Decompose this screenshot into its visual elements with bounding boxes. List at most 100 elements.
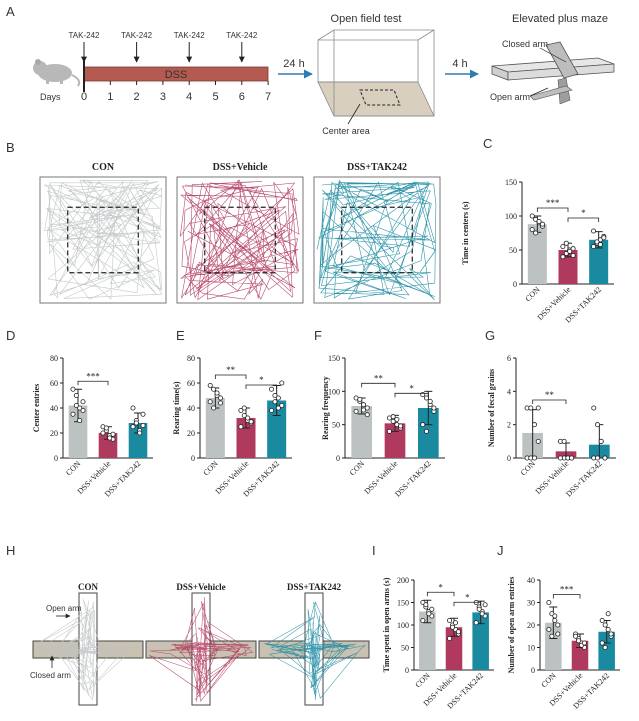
- data-point: [476, 606, 482, 612]
- significance-label: **: [226, 365, 236, 375]
- bar-0: [68, 405, 88, 458]
- panel-label-c: C: [483, 136, 492, 151]
- y-tick-label: 20: [527, 621, 535, 630]
- center-zone-outline: [204, 206, 276, 274]
- panel-label-f: F: [314, 328, 322, 343]
- data-point: [591, 244, 597, 250]
- significance-bracket: [536, 207, 569, 212]
- data-point: [364, 405, 370, 411]
- data-point: [532, 455, 538, 461]
- significance-label: *: [581, 208, 586, 218]
- data-point: [238, 424, 244, 430]
- y-tick-label: 60: [50, 379, 58, 388]
- data-point: [552, 613, 558, 619]
- y-tick-label: 150: [505, 178, 517, 187]
- data-point: [555, 622, 561, 628]
- h-title-0: CON: [78, 582, 99, 592]
- x-tick-label: CON: [413, 671, 431, 689]
- data-point: [535, 438, 541, 444]
- h-closed-arm-label: Closed arm: [30, 671, 71, 680]
- day-label-1: 1: [107, 91, 113, 103]
- data-point: [429, 606, 435, 612]
- data-point: [594, 455, 600, 461]
- significance-bracket: [532, 399, 567, 404]
- data-point: [423, 428, 429, 434]
- tak242-label: TAK-242: [121, 31, 153, 40]
- day-label-7: 7: [265, 91, 271, 103]
- data-point: [601, 235, 607, 241]
- bar-2: [128, 423, 148, 458]
- b-title-1: DSS+Vehicle: [213, 162, 268, 173]
- data-point: [482, 602, 488, 608]
- data-point: [602, 622, 608, 628]
- significance-bracket: [214, 374, 247, 379]
- significance-label: **: [545, 390, 555, 400]
- data-point: [561, 438, 567, 444]
- y-tick-label: 80: [187, 354, 195, 363]
- epm-title: Elevated plus maze: [512, 13, 608, 25]
- x-tick-label: DSS+TAK242: [393, 459, 433, 499]
- significance-label: *: [465, 592, 470, 602]
- epm-apparatus: [491, 41, 615, 105]
- x-tick-label: CON: [523, 285, 541, 303]
- data-point: [570, 252, 576, 258]
- data-point: [570, 246, 576, 252]
- data-point: [591, 405, 597, 411]
- center-area-label: Center area: [322, 126, 370, 136]
- bar-0: [205, 398, 225, 458]
- tak242-label: TAK-242: [69, 31, 101, 40]
- data-point: [70, 411, 76, 417]
- significance-bracket: [77, 380, 109, 386]
- data-point: [450, 624, 456, 630]
- x-tick-label: CON: [519, 459, 537, 477]
- y-tick-label: 40: [187, 404, 195, 413]
- arrow-4h-label: 4 h: [452, 58, 467, 70]
- h-title-2: DSS+TAK242: [287, 582, 341, 592]
- data-point: [279, 380, 285, 386]
- data-point: [364, 412, 370, 418]
- data-point: [447, 636, 453, 642]
- dss-label: DSS: [165, 69, 188, 81]
- bar-0: [351, 406, 372, 458]
- bar-2: [472, 612, 489, 670]
- x-tick-label: CON: [201, 459, 219, 477]
- bar-0: [419, 611, 436, 670]
- significance-bracket: [552, 594, 581, 599]
- y-axis-label: Time in centers (s): [461, 201, 470, 265]
- y-axis-label: Center entries: [32, 384, 41, 433]
- data-point: [77, 405, 83, 411]
- day-label-0: 0: [81, 91, 87, 103]
- data-point: [602, 455, 608, 461]
- data-point: [539, 221, 545, 227]
- open-field-title: Open field test: [331, 13, 402, 25]
- significance-label: ***: [86, 371, 100, 381]
- data-point: [426, 611, 432, 617]
- y-axis-label: Rearing frequency: [321, 376, 330, 440]
- panel-label-g: G: [485, 328, 495, 343]
- x-tick-label: CON: [64, 459, 82, 477]
- data-point: [241, 412, 247, 418]
- center-zone-outline: [341, 206, 413, 274]
- y-tick-label: 150: [328, 354, 340, 363]
- data-point: [576, 638, 582, 644]
- epm-trace: [35, 598, 137, 701]
- data-point: [532, 422, 538, 428]
- data-point: [73, 392, 79, 398]
- data-point: [130, 405, 136, 411]
- data-point: [423, 602, 429, 608]
- significance-bracket: [567, 217, 600, 222]
- bar-2: [267, 400, 287, 458]
- data-point: [241, 405, 247, 411]
- data-point: [605, 627, 611, 633]
- b-title-2: DSS+TAK242: [347, 162, 407, 173]
- significance-label: ***: [560, 585, 574, 595]
- data-point: [398, 423, 404, 429]
- y-tick-label: 50: [509, 246, 517, 255]
- data-point: [133, 420, 139, 426]
- data-point: [557, 455, 563, 461]
- data-point: [70, 386, 76, 392]
- y-tick-label: 2: [507, 421, 511, 430]
